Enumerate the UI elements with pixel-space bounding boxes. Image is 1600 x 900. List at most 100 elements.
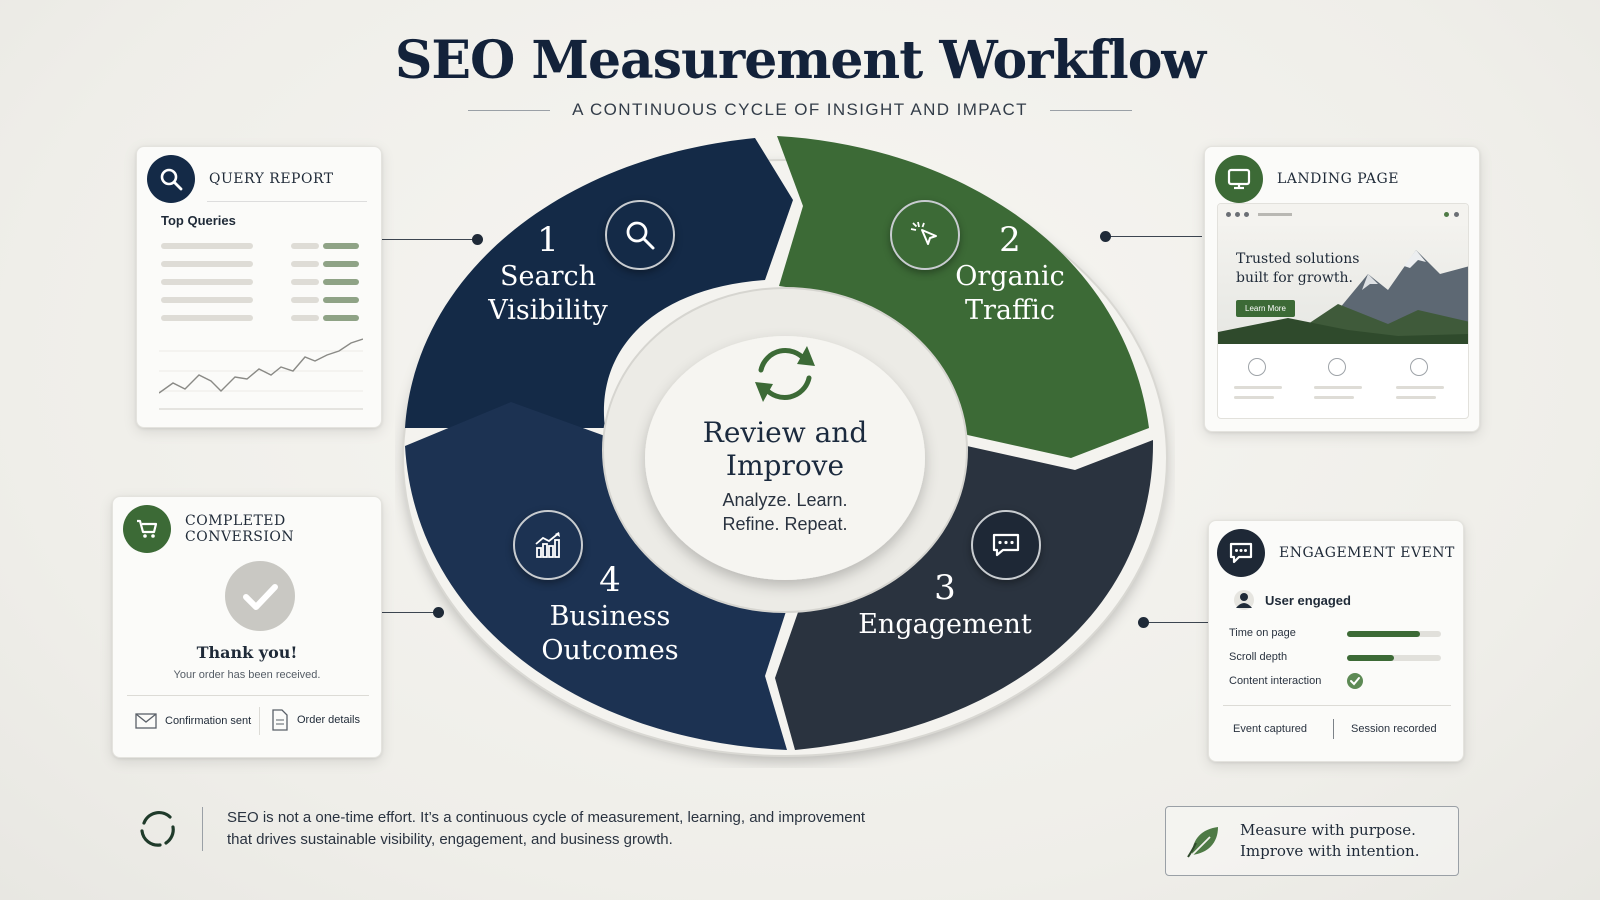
footer-text: SEO is not a one-time effort. It’s a con… bbox=[202, 807, 865, 851]
search-icon bbox=[147, 155, 195, 203]
cursor-click-icon[interactable] bbox=[890, 200, 960, 270]
query-row-value bbox=[323, 243, 359, 249]
query-row-bar bbox=[291, 279, 319, 285]
center-sub-line-2: Refine. Repeat. bbox=[722, 514, 848, 534]
query-report-title: QUERY REPORT bbox=[209, 171, 334, 187]
segment-engagement[interactable] bbox=[775, 440, 1154, 750]
feature-row bbox=[1218, 344, 1468, 418]
order-details-item[interactable]: Order details bbox=[271, 709, 360, 731]
feature-icon bbox=[1248, 358, 1266, 376]
hero-banner: Trusted solutions built for growth. Lear… bbox=[1218, 226, 1468, 344]
chat-icon bbox=[1217, 529, 1265, 577]
connector-conversion bbox=[377, 612, 437, 613]
query-row bbox=[161, 297, 253, 303]
cart-icon bbox=[123, 505, 171, 553]
cycle-ring bbox=[402, 136, 1168, 757]
user-engaged-row: User engaged bbox=[1233, 589, 1351, 611]
page-subtitle: A CONTINUOUS CYCLE OF INSIGHT AND IMPACT bbox=[572, 100, 1028, 119]
query-row bbox=[161, 261, 253, 267]
footer-motto-box: Measure with purpose. Improve with inten… bbox=[1165, 806, 1459, 876]
leaf-icon bbox=[1187, 827, 1218, 858]
engagement-title: ENGAGEMENT EVENT bbox=[1279, 545, 1455, 561]
step-3-text-1: Engagement bbox=[858, 609, 1032, 640]
motto-line-2: Improve with intention. bbox=[1240, 842, 1420, 860]
connector-dot-engagement bbox=[1138, 617, 1149, 628]
query-row-bar bbox=[291, 315, 319, 321]
scroll-depth-bar bbox=[1347, 655, 1441, 661]
feature-icon bbox=[1410, 358, 1428, 376]
landing-page-card[interactable]: LANDING PAGE Trusted solutions built for… bbox=[1204, 146, 1480, 432]
query-report-card[interactable]: QUERY REPORT Top Queries bbox=[136, 146, 382, 428]
center-sub-line-1: Analyze. Learn. bbox=[722, 490, 848, 510]
time-on-page-bar bbox=[1347, 631, 1441, 637]
completed-conversion-card[interactable]: COMPLETED CONVERSION Thank you! Your ord… bbox=[112, 496, 382, 758]
feature-text bbox=[1314, 396, 1354, 399]
search-icon[interactable] bbox=[605, 200, 675, 270]
step-4-text-1: Business bbox=[549, 601, 671, 632]
refresh-icon bbox=[755, 346, 815, 402]
feature-text bbox=[1234, 396, 1274, 399]
segment-search-visibility[interactable] bbox=[405, 138, 793, 428]
query-row-value bbox=[323, 279, 359, 285]
footer-line-2: that drives sustainable visibility, enga… bbox=[227, 831, 673, 848]
step-3-label: 3 Engagement bbox=[855, 568, 1035, 642]
subtitle-rule-left bbox=[468, 109, 551, 111]
footer-statement: SEO is not a one-time effort. It’s a con… bbox=[116, 806, 896, 852]
feature-text bbox=[1396, 386, 1444, 389]
connector-landing bbox=[1106, 236, 1202, 237]
learn-more-button[interactable]: Learn More bbox=[1236, 300, 1295, 317]
browser-mock: Trusted solutions built for growth. Lear… bbox=[1217, 203, 1469, 419]
step-2-number: 2 bbox=[999, 220, 1021, 260]
document-icon bbox=[272, 709, 288, 731]
step-1-number: 1 bbox=[537, 220, 559, 260]
scroll-depth-fill bbox=[1347, 655, 1394, 661]
subtitle-row: A CONTINUOUS CYCLE OF INSIGHT AND IMPACT bbox=[0, 100, 1600, 120]
mountain-image bbox=[1218, 250, 1468, 344]
step-1-text-2: Visibility bbox=[488, 295, 608, 326]
event-captured-label: Event captured bbox=[1233, 723, 1307, 735]
query-row-value bbox=[323, 315, 359, 321]
query-row-bar bbox=[291, 261, 319, 267]
engagement-event-card[interactable]: ENGAGEMENT EVENT User engaged Time on pa… bbox=[1208, 520, 1464, 762]
time-on-page-fill bbox=[1347, 631, 1421, 637]
step-1-label: 1 Search Visibility bbox=[473, 220, 623, 328]
mail-icon bbox=[135, 713, 157, 729]
thank-you-text: Thank you! bbox=[196, 643, 298, 662]
step-2-text-1: Organic bbox=[955, 261, 1065, 292]
segment-organic-traffic[interactable] bbox=[777, 136, 1149, 458]
browser-bar bbox=[1218, 204, 1468, 226]
seo-cycle-diagram: 1 Search Visibility 2 Organic Traffic 3 … bbox=[395, 128, 1175, 768]
query-row bbox=[161, 279, 253, 285]
confirmation-sent-item[interactable]: Confirmation sent bbox=[135, 713, 251, 729]
center-disk[interactable] bbox=[645, 336, 925, 580]
divider bbox=[1333, 719, 1334, 739]
center-subtitle: Analyze. Learn. Refine. Repeat. bbox=[395, 488, 1175, 536]
query-row-value bbox=[323, 297, 359, 303]
checkmark-icon bbox=[225, 561, 295, 631]
segment-business-outcomes[interactable] bbox=[405, 402, 791, 750]
query-row-value bbox=[323, 261, 359, 267]
cycle-icon bbox=[140, 811, 175, 847]
query-trend-sparkline bbox=[159, 338, 363, 410]
chat-icon[interactable] bbox=[971, 510, 1041, 580]
divider bbox=[259, 707, 260, 735]
metric-label: Scroll depth bbox=[1229, 651, 1288, 663]
query-row-bar bbox=[291, 243, 319, 249]
feature-text bbox=[1314, 386, 1362, 389]
connector-dot-landing bbox=[1100, 231, 1111, 242]
step-2-label: 2 Organic Traffic bbox=[935, 220, 1085, 328]
connector-dot-conversion bbox=[433, 607, 444, 618]
divider bbox=[127, 695, 369, 696]
session-recorded-label: Session recorded bbox=[1351, 723, 1437, 735]
content-interaction-check-icon bbox=[1347, 673, 1363, 689]
order-received-text: Your order has been received. bbox=[173, 669, 321, 681]
bar-chart-icon[interactable] bbox=[513, 510, 583, 580]
subtitle-rule-right bbox=[1049, 109, 1132, 111]
conversion-title: COMPLETED CONVERSION bbox=[185, 513, 295, 545]
step-4-label: 4 Business Outcomes bbox=[525, 560, 695, 668]
connector-dot-query bbox=[472, 234, 483, 245]
query-row-bar bbox=[291, 297, 319, 303]
step-2-text-2: Traffic bbox=[965, 295, 1055, 326]
divider bbox=[1223, 705, 1451, 706]
user-engaged-label: User engaged bbox=[1265, 592, 1351, 608]
